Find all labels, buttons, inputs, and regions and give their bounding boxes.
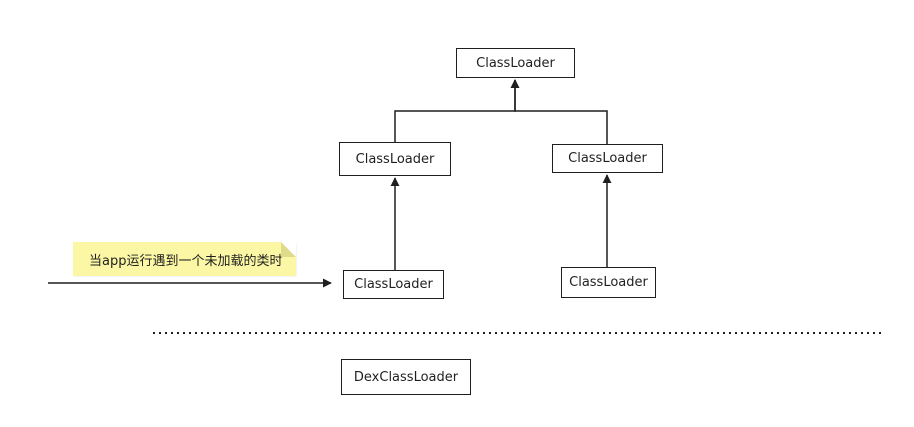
node-right-classloader: ClassLoader: [552, 144, 663, 173]
node-root-classloader: ClassLoader: [456, 48, 575, 78]
node-bottom-right-classloader: ClassLoader: [561, 267, 656, 298]
node-dex-label: DexClassLoader: [353, 369, 459, 385]
sticky-note-fold-corner: [281, 242, 296, 257]
edge-left-to-root: [394, 79, 520, 142]
sticky-note: 当app运行遇到一个未加载的类时: [73, 242, 296, 276]
node-bottom-left-classloader: ClassLoader: [343, 270, 444, 299]
node-left-classloader: ClassLoader: [339, 142, 451, 176]
edge-right-to-root: [510, 79, 608, 144]
node-left-label: ClassLoader: [355, 151, 435, 167]
node-root-label: ClassLoader: [476, 55, 555, 71]
node-bottom-left-label: ClassLoader: [354, 277, 433, 292]
node-bottom-right-label: ClassLoader: [569, 275, 648, 290]
node-right-label: ClassLoader: [568, 151, 647, 166]
sticky-note-text: 当app运行遇到一个未加载的类时: [89, 253, 283, 269]
node-dexclassloader: DexClassLoader: [341, 359, 471, 395]
